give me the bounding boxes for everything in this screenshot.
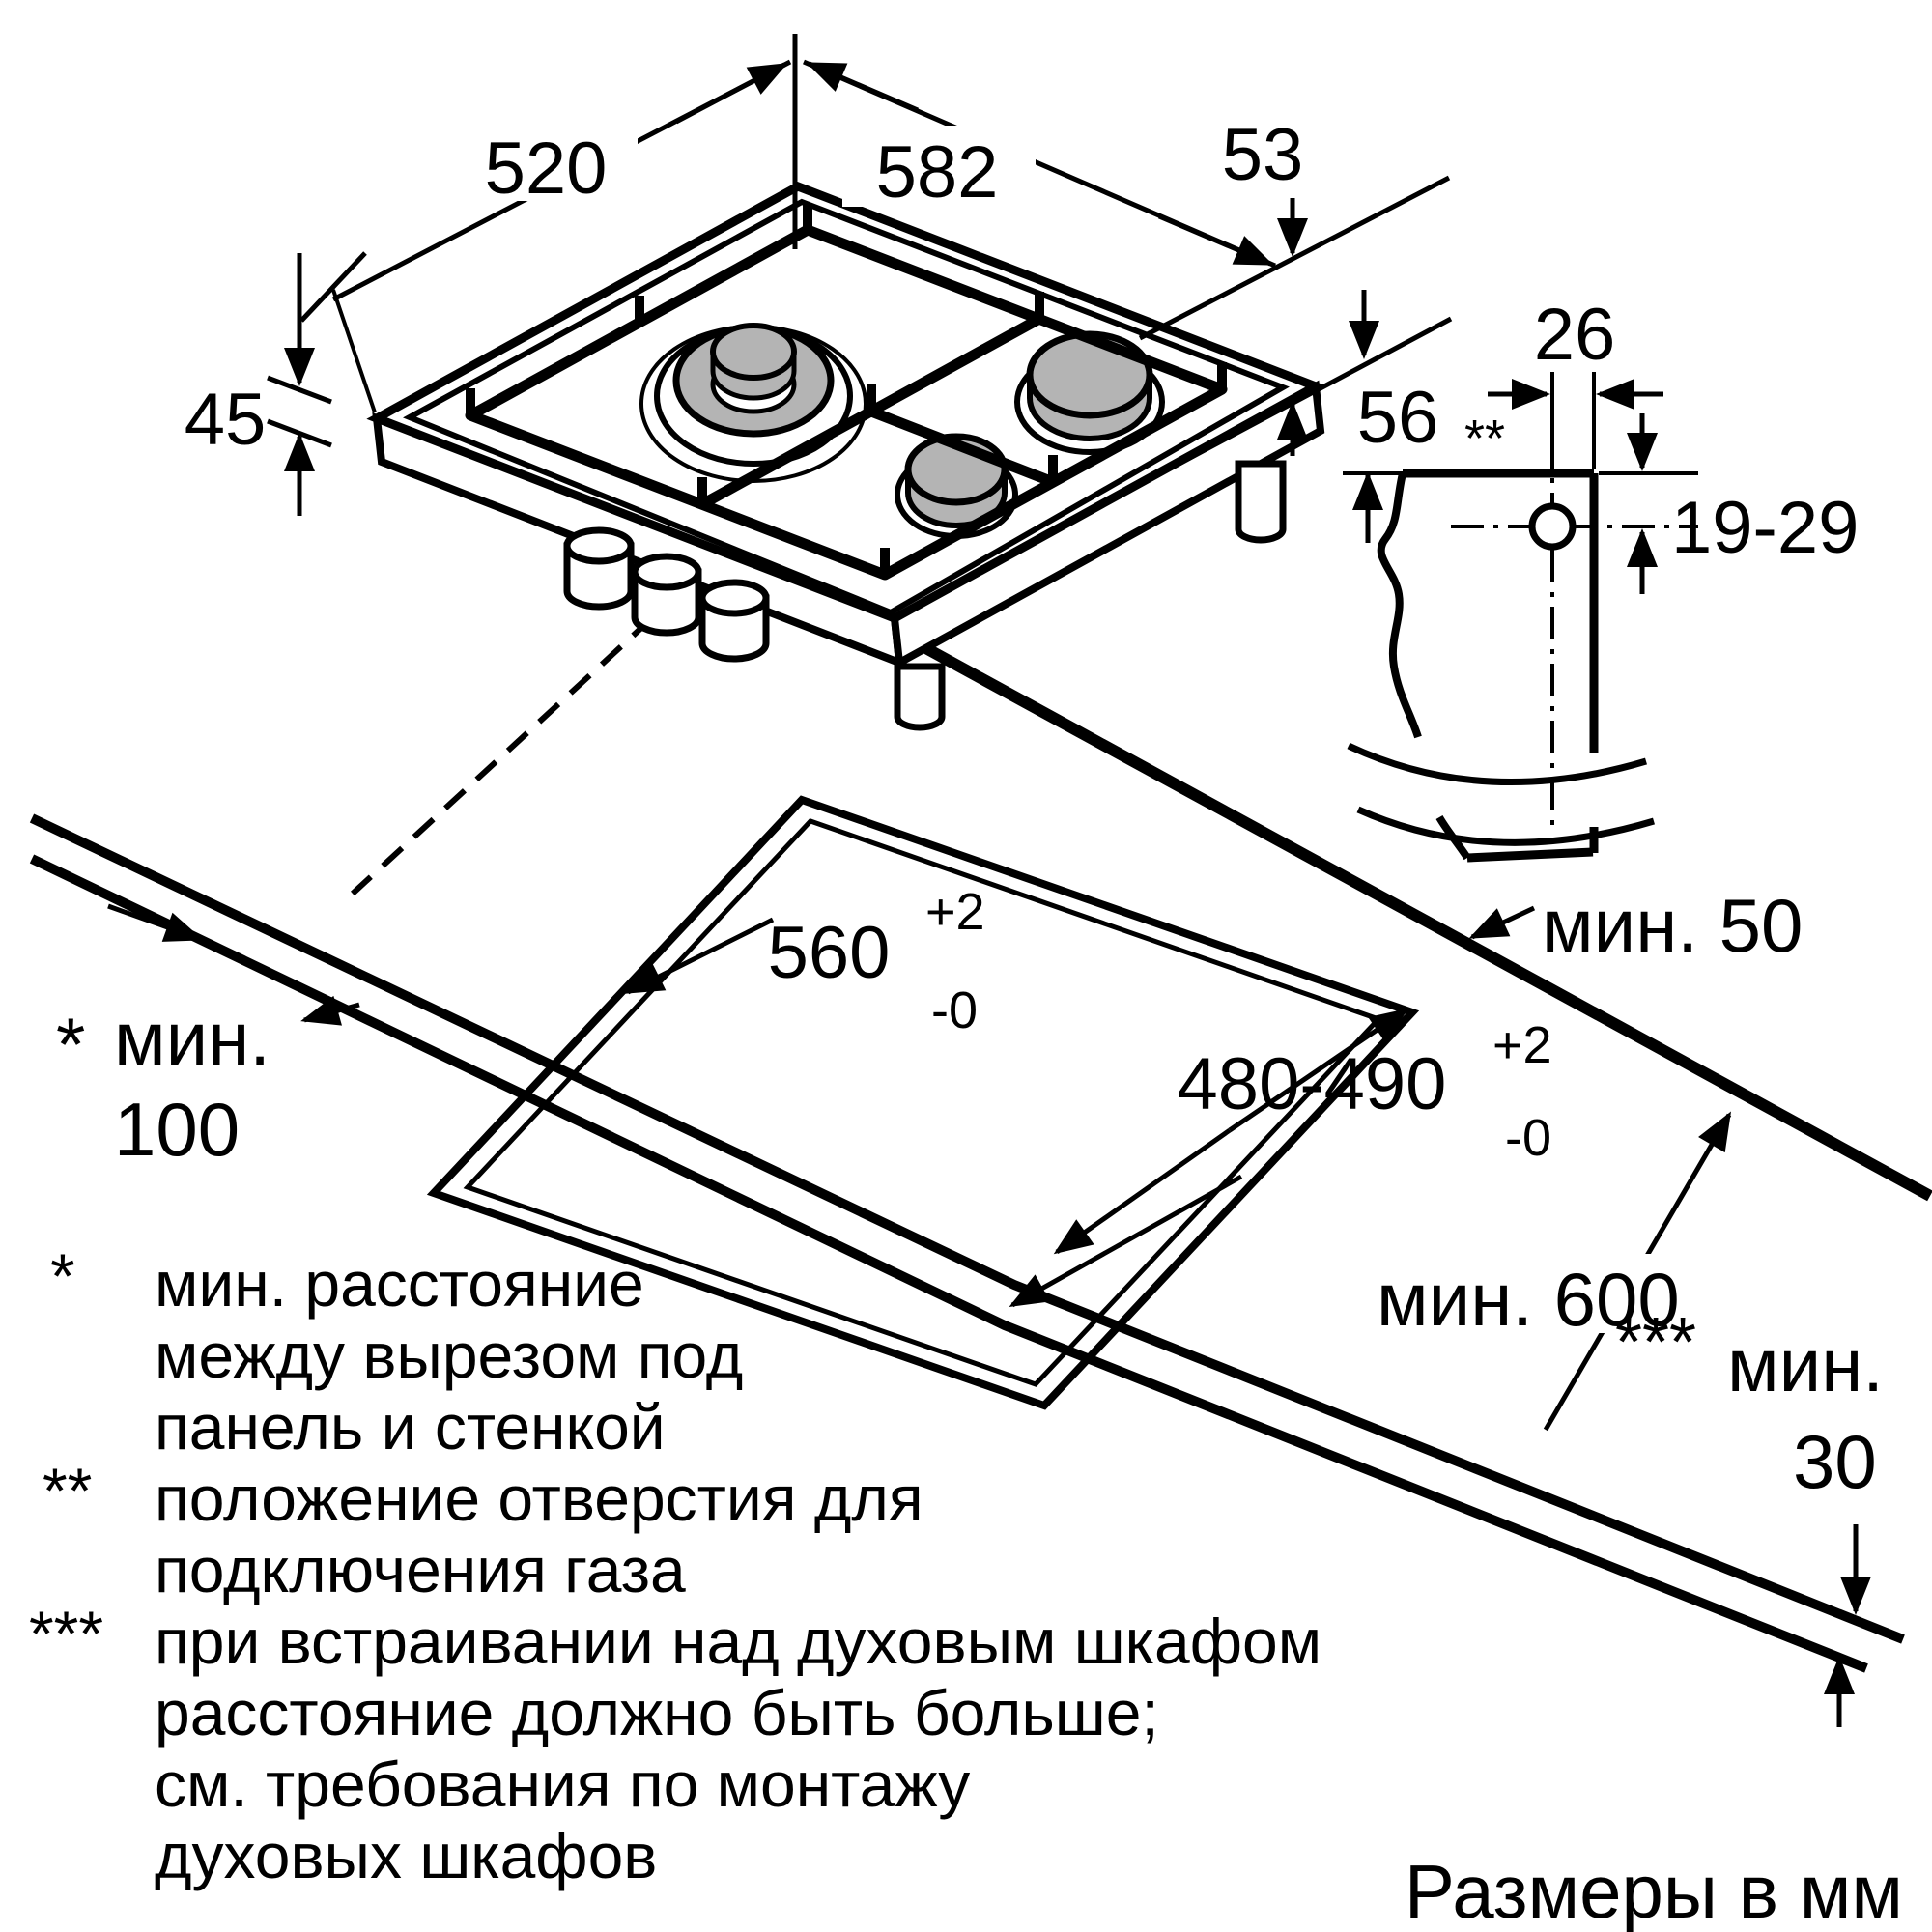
label-582: 582 <box>876 131 999 213</box>
dim-min30 <box>1824 1524 1871 1727</box>
footnote-line: подключения газа <box>155 1534 686 1605</box>
footnote-line: расстояние должно быть больше; <box>155 1677 1159 1748</box>
label-560: 560 <box>768 912 891 994</box>
label-min600: мин. 600 <box>1377 1257 1680 1342</box>
label-min50: мин. 50 <box>1542 883 1803 968</box>
label-560-tol-minus: -0 <box>931 981 978 1039</box>
label-480-tol-plus: +2 <box>1492 1016 1552 1074</box>
label-min30-value: 30 <box>1793 1419 1877 1504</box>
footnote-line: мин. расстояние <box>155 1248 644 1320</box>
footnote-marker: * <box>50 1240 75 1312</box>
footnote-line: панель и стенкой <box>155 1391 666 1463</box>
label-480-tol-minus: -0 <box>1505 1109 1551 1167</box>
burner-large <box>639 323 867 483</box>
knob <box>563 526 635 611</box>
label-min30-group: *** мин. 30 <box>1615 1304 1884 1504</box>
gas-hole <box>1528 502 1577 551</box>
dim-582 <box>803 59 1276 269</box>
knob <box>631 553 702 637</box>
dim-56 <box>1343 290 1403 543</box>
label-560-tol-plus: +2 <box>925 883 985 941</box>
label-26: 26 <box>1534 294 1616 376</box>
footnote-line: см. требования по монтажу <box>155 1748 970 1820</box>
label-19-29: 19-29 <box>1671 487 1859 569</box>
label-min100-star: * <box>56 1002 85 1087</box>
footnote-line: при встраивании над духовым шкафом <box>155 1605 1321 1677</box>
footnote-marker: ** <box>43 1455 92 1526</box>
grate-posts <box>466 203 1227 575</box>
control-knobs <box>563 526 770 663</box>
label-45: 45 <box>185 379 267 461</box>
halo-min600 <box>1364 1254 1707 1333</box>
hob-top-view <box>366 182 1326 731</box>
label-min100-group: * мин. 100 <box>56 996 270 1172</box>
label-56-note: ** <box>1464 410 1505 468</box>
label-min30-min: мин. <box>1727 1322 1884 1407</box>
footnote-marker: *** <box>29 1598 103 1669</box>
pan-supports <box>465 203 1228 581</box>
side-panel-body <box>1380 473 1594 858</box>
worktop-front-edge-bottom <box>29 854 1868 1673</box>
burner-small <box>895 433 1018 539</box>
label-min100-value: 100 <box>114 1087 240 1172</box>
footnote-line: между вырезом под <box>155 1320 743 1391</box>
footnotes: * мин. расстояние между вырезом под пане… <box>29 1240 1321 1891</box>
cutout-opening <box>426 795 1420 1410</box>
dim-min50-leader <box>1468 905 1536 940</box>
dim-min100 <box>107 903 360 1026</box>
knob <box>698 579 770 663</box>
dim-26 <box>1488 372 1663 469</box>
units-note: Размеры в мм <box>1405 1849 1903 1932</box>
halo-520 <box>459 124 638 201</box>
label-480-490: 480-490 <box>1178 1043 1447 1125</box>
label-min30-stars: *** <box>1615 1304 1696 1381</box>
label-520: 520 <box>485 128 608 210</box>
dim-45 <box>267 253 332 516</box>
dim-19-29 <box>1599 413 1698 594</box>
label-480-490-group: 480-490 +2 -0 <box>1178 1016 1552 1167</box>
break-line-upper <box>1347 742 1647 786</box>
side-panel-section <box>1347 379 1698 863</box>
footnote-line: духовых шкафов <box>155 1820 657 1891</box>
footnote-line: положение отверстия для <box>155 1463 923 1534</box>
halo-582 <box>842 126 1036 207</box>
extension-diagonal-upper <box>1138 175 1451 341</box>
label-53: 53 <box>1222 114 1304 196</box>
dim-560-leader <box>624 917 775 995</box>
hob-surface-inner-rim <box>403 198 1290 616</box>
dim-480-490 <box>1053 1008 1409 1255</box>
label-min100-min: мин. <box>114 996 270 1081</box>
dimension-labels: 520 582 53 45 26 56 ** 19-29 мин. 50 560… <box>56 114 1884 1504</box>
hob-feet <box>894 460 1287 731</box>
extension-diagonal-lower <box>1172 316 1453 469</box>
break-line-lower <box>1356 806 1655 846</box>
label-560-group: 560 +2 -0 <box>768 883 985 1039</box>
label-56: 56 <box>1357 377 1439 459</box>
